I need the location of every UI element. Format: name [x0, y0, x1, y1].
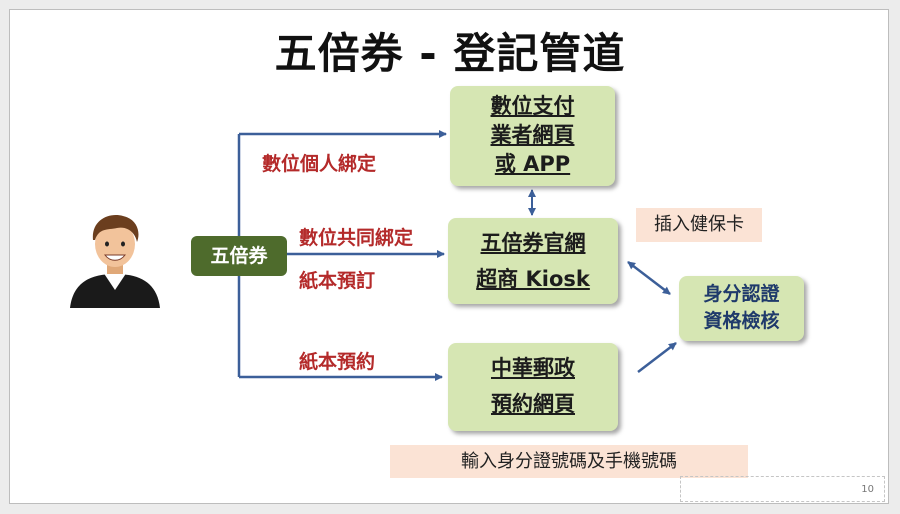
payment-line-1: 數位支付: [490, 94, 575, 118]
payment-line-2: 業者網頁: [490, 123, 575, 147]
label-paper-order: 紙本預訂: [299, 270, 376, 292]
post-office-box: 中華郵政 預約網頁: [448, 343, 618, 431]
label-digital-personal: 數位個人綁定: [262, 153, 377, 175]
official-line-2: 超商 Kiosk: [476, 267, 590, 291]
official-line-1: 五倍券官網: [480, 231, 586, 255]
arrow-official-verify: [627, 261, 671, 295]
verify-line-1: 身分認證: [703, 283, 780, 305]
identity-verify-box: 身分認證 資格檢核: [679, 276, 804, 341]
person-icon: [70, 215, 160, 308]
label-digital-shared: 數位共同綁定: [299, 227, 414, 249]
label-paper-reserve: 紙本預約: [299, 351, 376, 373]
post-line-2: 預約網頁: [491, 392, 575, 416]
note-insert-card: 插入健保卡: [636, 208, 762, 242]
voucher-node: 五倍券: [191, 236, 287, 276]
page-number: 10: [680, 476, 885, 502]
note-enter-id: 輸入身分證號碼及手機號碼: [390, 445, 748, 478]
payment-line-3: 或 APP: [494, 152, 571, 176]
post-line-1: 中華郵政: [491, 356, 575, 380]
payment-provider-box: 數位支付 業者網頁 或 APP: [450, 86, 615, 186]
slide: 五倍券 - 登記管道 五倍券: [9, 9, 889, 504]
official-site-box: 五倍券官網 超商 Kiosk: [448, 218, 618, 304]
arrow-post-verify: [637, 342, 677, 373]
slide-title: 五倍券 - 登記管道: [274, 29, 626, 78]
connector-arrows: [237, 130, 677, 381]
verify-line-2: 資格檢核: [703, 310, 780, 332]
